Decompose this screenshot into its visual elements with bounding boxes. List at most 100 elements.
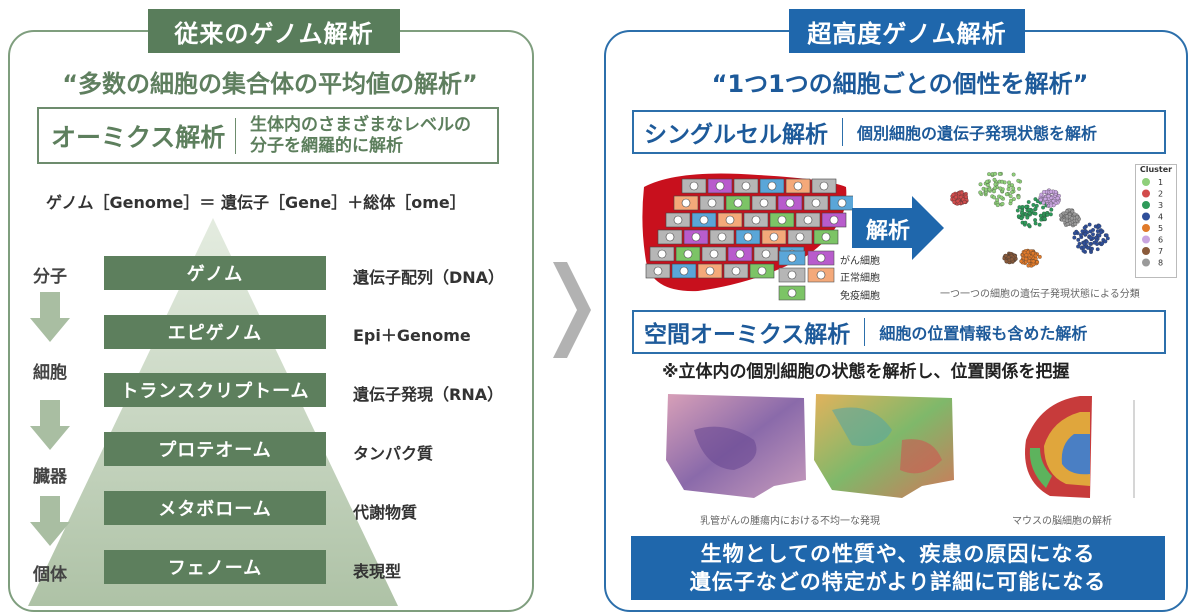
scatter-point [1011, 197, 1016, 202]
scatter-point [1088, 235, 1093, 240]
omics-desc-line2: 分子を網羅的に解析 [250, 135, 403, 156]
scatter-point [1065, 222, 1070, 227]
scatter-point [995, 203, 1000, 208]
scatter-point [1026, 263, 1031, 268]
scatter-point [1082, 245, 1086, 250]
scatter-point [1100, 241, 1105, 246]
liver-cell-nucleus [705, 266, 715, 276]
scatter-point [1077, 241, 1082, 246]
scatter-point [1094, 238, 1099, 243]
scatter-point [1033, 221, 1038, 226]
level-individual: 個体 [33, 565, 67, 585]
single-cell-desc: 個別細胞の遺伝子発現状態を解析 [857, 124, 1098, 143]
layer-epigenome: エピゲノム [104, 315, 326, 349]
scatter-point [1104, 233, 1109, 238]
scatter-point [1026, 200, 1031, 204]
cluster-swatch [1142, 201, 1150, 209]
scatter-point [978, 182, 983, 187]
scatter-point [1011, 186, 1016, 191]
scatter-point [1065, 218, 1069, 223]
omics-divider [235, 117, 236, 154]
layer-genome: ゲノム [104, 256, 326, 290]
level-cell: 細胞 [33, 363, 67, 383]
liver-cell-nucleus [681, 198, 691, 208]
scatter-point [993, 186, 997, 191]
scatter-point [1097, 224, 1102, 229]
down-arrow-icon [30, 496, 70, 546]
right-panel-title: 超高度ゲノム解析 [789, 9, 1025, 53]
scatter-point [1042, 216, 1047, 221]
tissue-image-mouse-brain [1025, 396, 1135, 498]
omics-description: 生体内のさまざまなレベルの 分子を網羅的に解析 [250, 115, 471, 157]
scatter-point [953, 195, 958, 200]
legend-cancer: がん細胞 [840, 256, 880, 267]
scatter-point [1072, 235, 1077, 240]
scatter-point [1069, 216, 1074, 221]
scatter-point [1017, 205, 1022, 210]
cluster-label: 8 [1158, 259, 1163, 268]
scatter-point [1076, 237, 1081, 242]
liver-cell-nucleus [757, 266, 767, 276]
left-panel-title: 従来のゲノム解析 [148, 9, 400, 53]
liver-cell-nucleus [795, 232, 805, 242]
scatter-point [962, 200, 967, 204]
cluster-label: 4 [1158, 213, 1163, 222]
scatter-point [959, 190, 964, 195]
scatter-point [1048, 212, 1053, 217]
tissue-image-he [666, 394, 806, 498]
scatter-point [1081, 248, 1086, 253]
liver-cell-nucleus [837, 198, 847, 208]
liver-cell-nucleus [761, 249, 771, 259]
scatter-point [1055, 196, 1060, 201]
scatter-point [987, 172, 991, 177]
liver-cell-nucleus [715, 181, 725, 191]
caption-mouse-brain: マウスの脳細胞の解析 [1012, 516, 1112, 527]
scatter-point [995, 198, 1000, 203]
single-cell-box: シングルセル解析 個別細胞の遺伝子発現状態を解析 [632, 110, 1166, 154]
scatter-point [1070, 209, 1075, 214]
scatter-point [1082, 225, 1087, 230]
cluster-swatch [1142, 235, 1150, 244]
liver-cell-nucleus [793, 181, 803, 191]
cluster-swatch [1142, 224, 1150, 232]
scatter-point [1009, 198, 1013, 203]
scatter-point [1025, 215, 1030, 220]
spatial-omics-title: 空間オーミクス解析 [644, 322, 851, 348]
scatter-point [1010, 190, 1014, 195]
layer-proteome: プロテオーム [104, 432, 326, 466]
cluster-legend-title: Cluster [1139, 165, 1173, 174]
left-quote: “多数の細胞の集合体の平均値の解析” [62, 70, 478, 98]
caption-breast-cancer: 乳管がんの腫瘍内における不均一な発現 [700, 516, 880, 527]
scatter-point [1084, 240, 1089, 244]
layer-phenome: フェノーム [104, 550, 326, 584]
cluster-label: 6 [1158, 236, 1163, 245]
scatter-point [1037, 254, 1042, 259]
genome-equation: ゲノム［Genome］＝ 遺伝子［Gene］＋総体［ome］ [46, 193, 466, 212]
scatter-point [952, 200, 957, 205]
scatter-point [1041, 200, 1046, 205]
level-molecule: 分子 [33, 267, 67, 287]
scatter-point [1006, 187, 1011, 191]
scatter-point [1017, 186, 1022, 191]
cluster-swatch [1142, 189, 1150, 198]
cluster-label: 7 [1158, 247, 1163, 256]
scatter-point [1024, 253, 1029, 258]
liver-cell-nucleus [665, 232, 675, 242]
cluster-scatter-plot [950, 171, 1110, 268]
down-arrow-icon [30, 292, 70, 342]
scatter-point [992, 189, 996, 194]
scatter-point [1010, 183, 1014, 188]
scatter-point [1039, 192, 1044, 197]
layer-metabolome-desc: 代謝物質 [353, 503, 418, 522]
spatial-note: ※立体内の個別細胞の状態を解析し、位置関係を把握 [662, 362, 1070, 382]
scatter-point [1072, 212, 1077, 217]
scatter-point [1026, 223, 1031, 227]
scatter-point [1015, 208, 1020, 213]
liver-cell-nucleus [673, 215, 683, 225]
scatter-point [1027, 207, 1032, 212]
omics-title: オーミクス解析 [51, 122, 226, 152]
scatter-point [1031, 203, 1036, 207]
scatter-point [1030, 251, 1035, 256]
scatter-caption: 一つ一つの細胞の遺伝子発現状態による分類 [940, 289, 1140, 300]
